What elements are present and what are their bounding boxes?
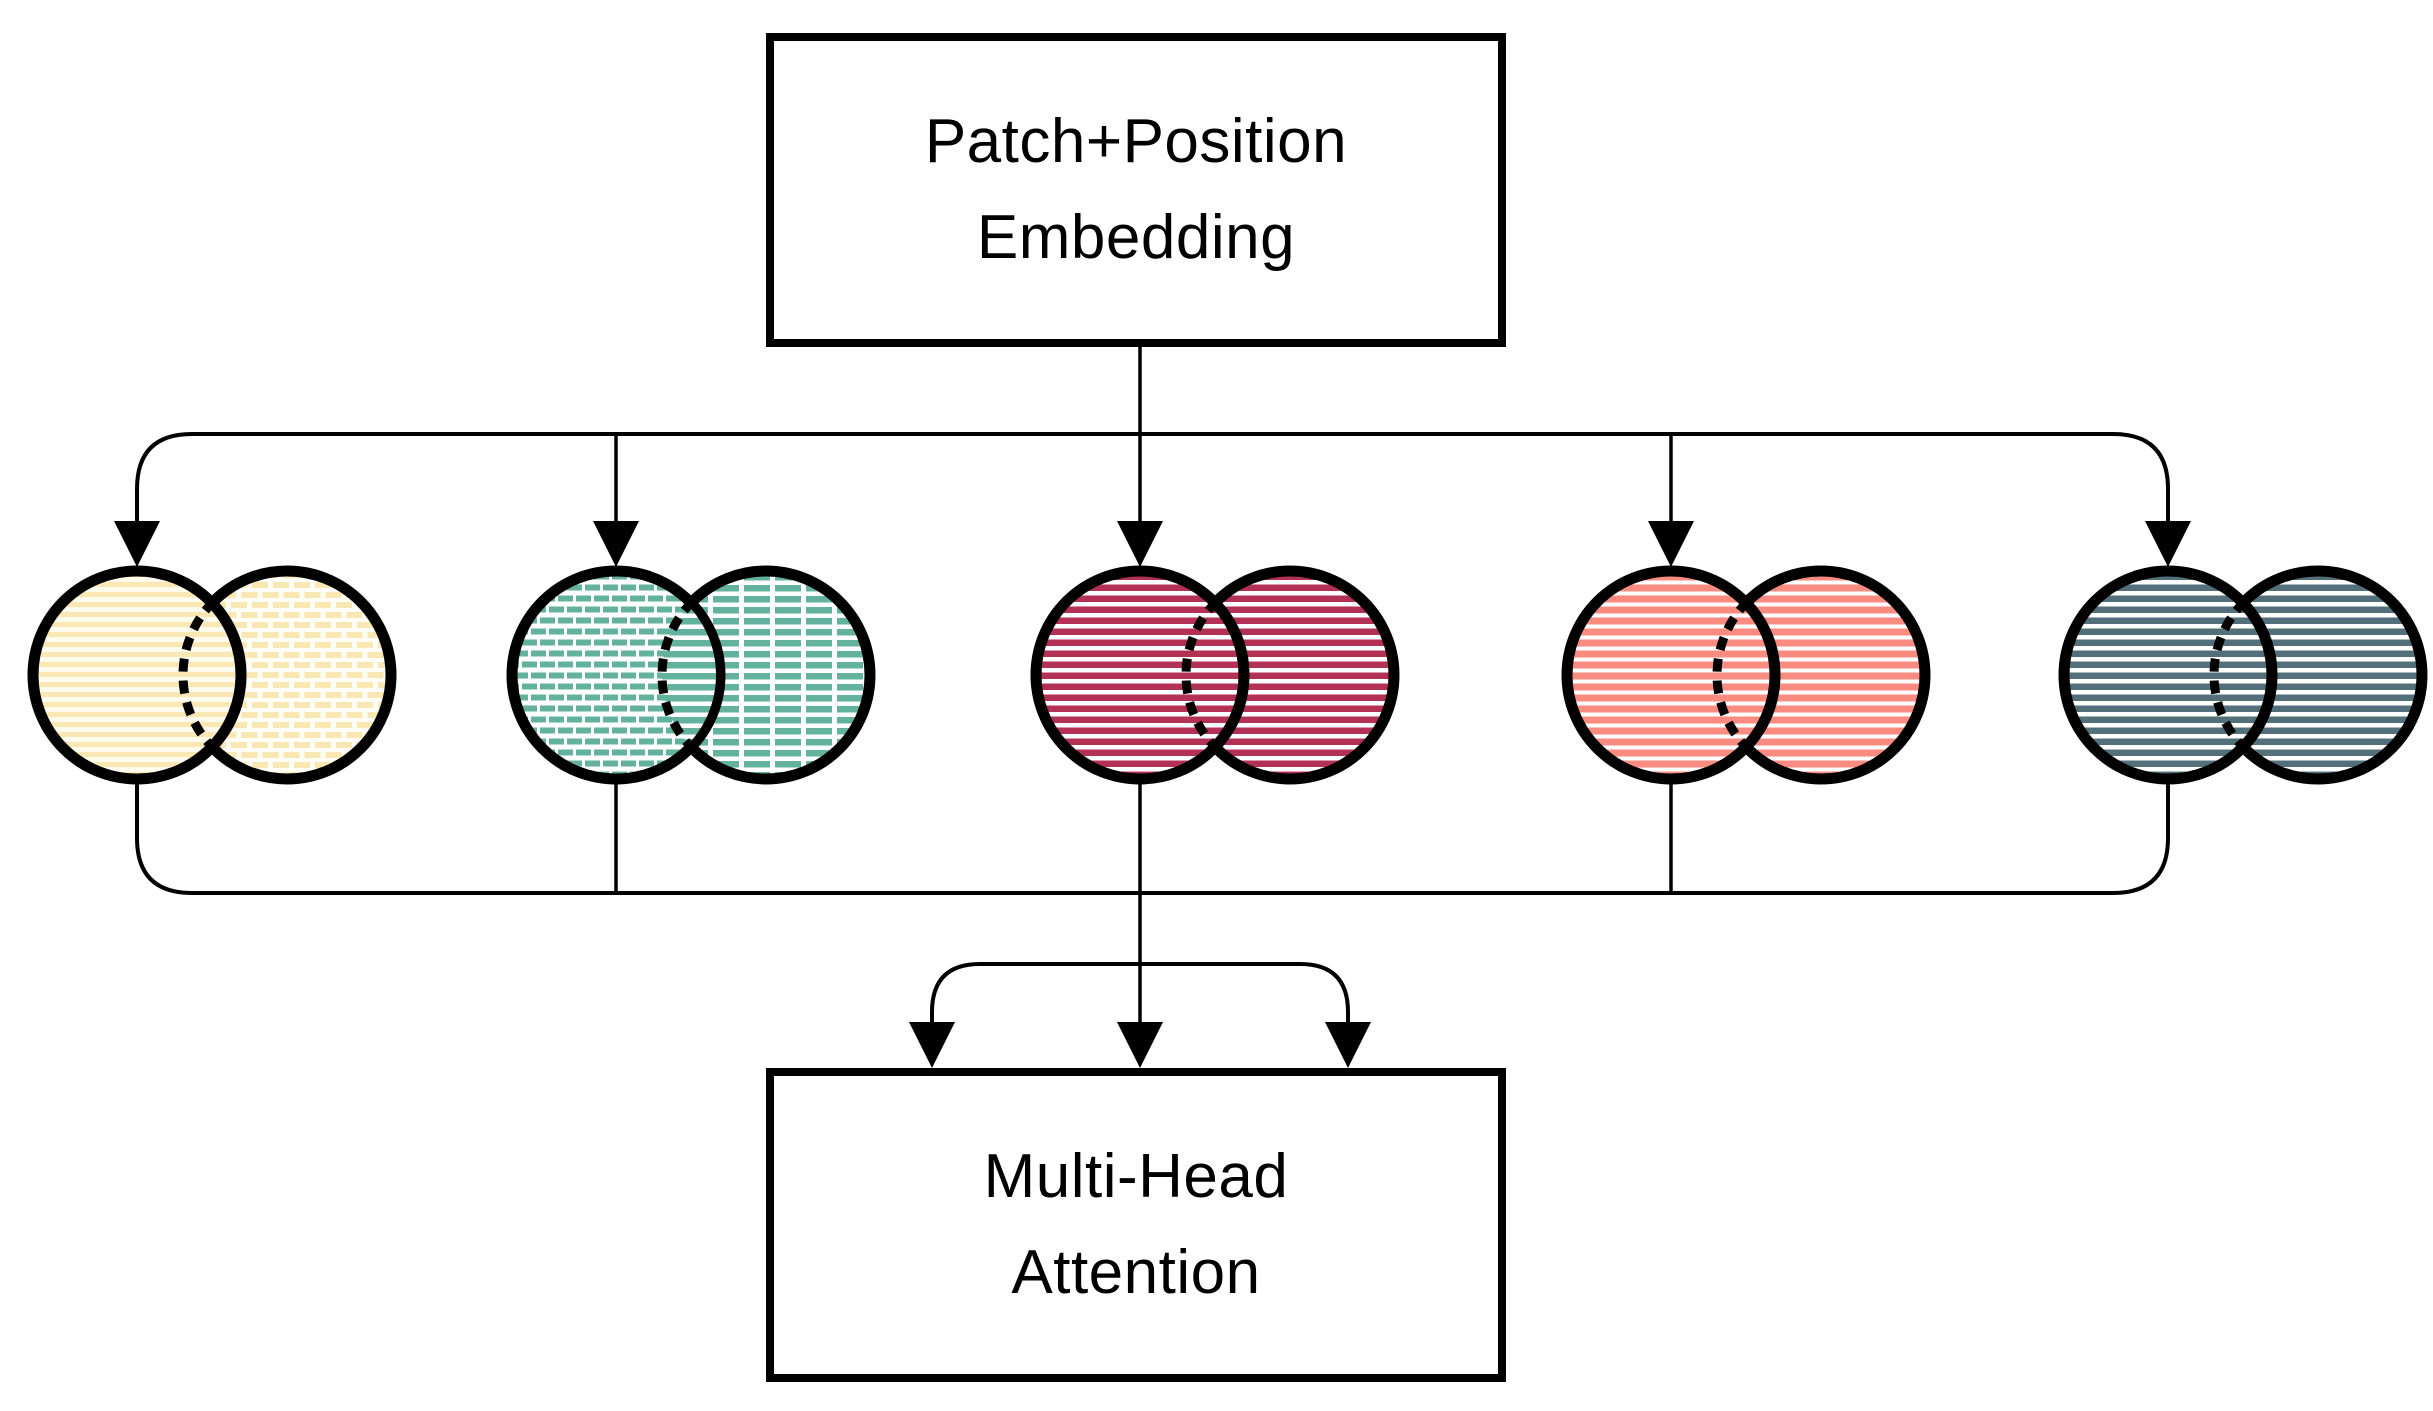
venn-left-circle (506, 565, 726, 785)
connector-fork-bar (930, 962, 1350, 1024)
box-label-line: Patch+Position (924, 107, 1348, 176)
arrow-down-icon (114, 521, 160, 567)
venn-pair-3-crimson (1030, 565, 1400, 785)
arrow-down-icon (1648, 521, 1694, 567)
connector-bottom-collector-bar (135, 784, 2170, 895)
arrow-down-icon (1117, 1022, 1163, 1068)
arrow-down-icon (1325, 1022, 1371, 1068)
arrow-down-icon (593, 521, 639, 567)
multi-head-attention-box: Multi-Head Attention (766, 1068, 1506, 1382)
fan-in-arrowheads (909, 1022, 1371, 1068)
venn-pair-1-cream (27, 565, 397, 785)
fan-out-connectors (135, 347, 2170, 524)
venn-pair-2-teal (506, 565, 876, 785)
arrow-down-icon (2145, 521, 2191, 567)
venn-left-circle (1030, 565, 1250, 785)
venn-pair-5-slate (2058, 565, 2428, 785)
box-label-line: Multi-Head (983, 1142, 1289, 1211)
arrow-down-icon (1117, 521, 1163, 567)
arrow-down-icon (909, 1022, 955, 1068)
venn-left-circle (27, 565, 247, 785)
patch-position-embedding-box: Patch+Position Embedding (766, 33, 1506, 347)
box-label-line: Attention (1011, 1238, 1261, 1307)
box-label-line: Embedding (976, 203, 1296, 272)
venn-pair-4-salmon (1561, 565, 1931, 785)
venn-left-circle (1561, 565, 1781, 785)
fan-in-connectors (135, 784, 2170, 1024)
connector-top-distribution-bar (135, 432, 2170, 524)
fan-out-arrowheads (114, 521, 2191, 567)
venn-left-circle (2058, 565, 2278, 785)
